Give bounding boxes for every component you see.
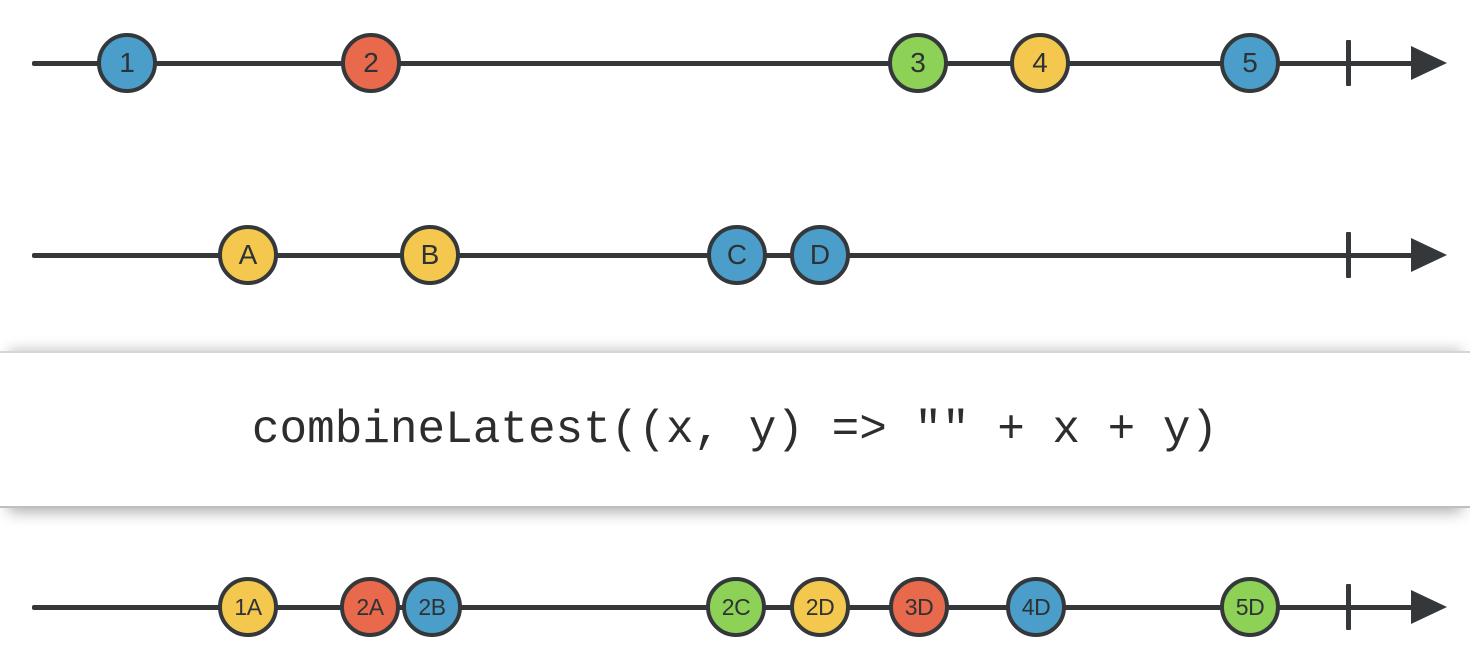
timeline-line <box>32 60 1424 66</box>
marble-label: 4 <box>1032 47 1048 78</box>
timeline-arrowhead-icon <box>1411 590 1447 624</box>
marble-2[interactable]: 2 <box>341 33 401 93</box>
marble-2B: 2B <box>402 577 462 637</box>
completion-tick <box>1345 40 1351 86</box>
marble-label: 2 <box>363 47 379 78</box>
marble-label: 2C <box>721 593 751 620</box>
timeline-arrowhead-icon <box>1411 238 1447 272</box>
completion-tick <box>1345 232 1351 278</box>
marble-label: 1A <box>234 593 262 620</box>
marble-label: A <box>238 239 258 270</box>
marble-C[interactable]: C <box>707 225 767 285</box>
marble-1A: 1A <box>218 577 278 637</box>
marble-2A: 2A <box>340 577 400 637</box>
marble-3[interactable]: 3 <box>888 33 948 93</box>
marble-label: B <box>420 239 440 270</box>
marble-D[interactable]: D <box>790 225 850 285</box>
marble-label: 2D <box>805 593 835 620</box>
marble-label: 3 <box>910 47 926 78</box>
completion-tick <box>1345 584 1351 630</box>
marble-label: 5D <box>1235 593 1265 620</box>
marble-label: 2A <box>356 593 384 620</box>
marble-label: 3D <box>904 593 934 620</box>
marble-label: 5 <box>1242 47 1258 78</box>
marble-1[interactable]: 1 <box>97 33 157 93</box>
marble-4D: 4D <box>1006 577 1066 637</box>
marble-label: C <box>726 239 748 270</box>
marble-2D: 2D <box>790 577 850 637</box>
marble-label: 4D <box>1021 593 1051 620</box>
operator-box: combineLatest((x, y) => "" + x + y) <box>0 351 1470 508</box>
marble-label: 1 <box>119 47 135 78</box>
timeline-arrowhead-icon <box>1411 46 1447 80</box>
marble-B[interactable]: B <box>400 225 460 285</box>
marble-5D: 5D <box>1220 577 1280 637</box>
marble-label: D <box>809 239 831 270</box>
marble-4[interactable]: 4 <box>1010 33 1070 93</box>
marble-label: 2B <box>418 593 446 620</box>
marble-2C: 2C <box>706 577 766 637</box>
marble-3D: 3D <box>889 577 949 637</box>
operator-label: combineLatest((x, y) => "" + x + y) <box>251 403 1219 456</box>
marble-5[interactable]: 5 <box>1220 33 1280 93</box>
marble-A[interactable]: A <box>218 225 278 285</box>
